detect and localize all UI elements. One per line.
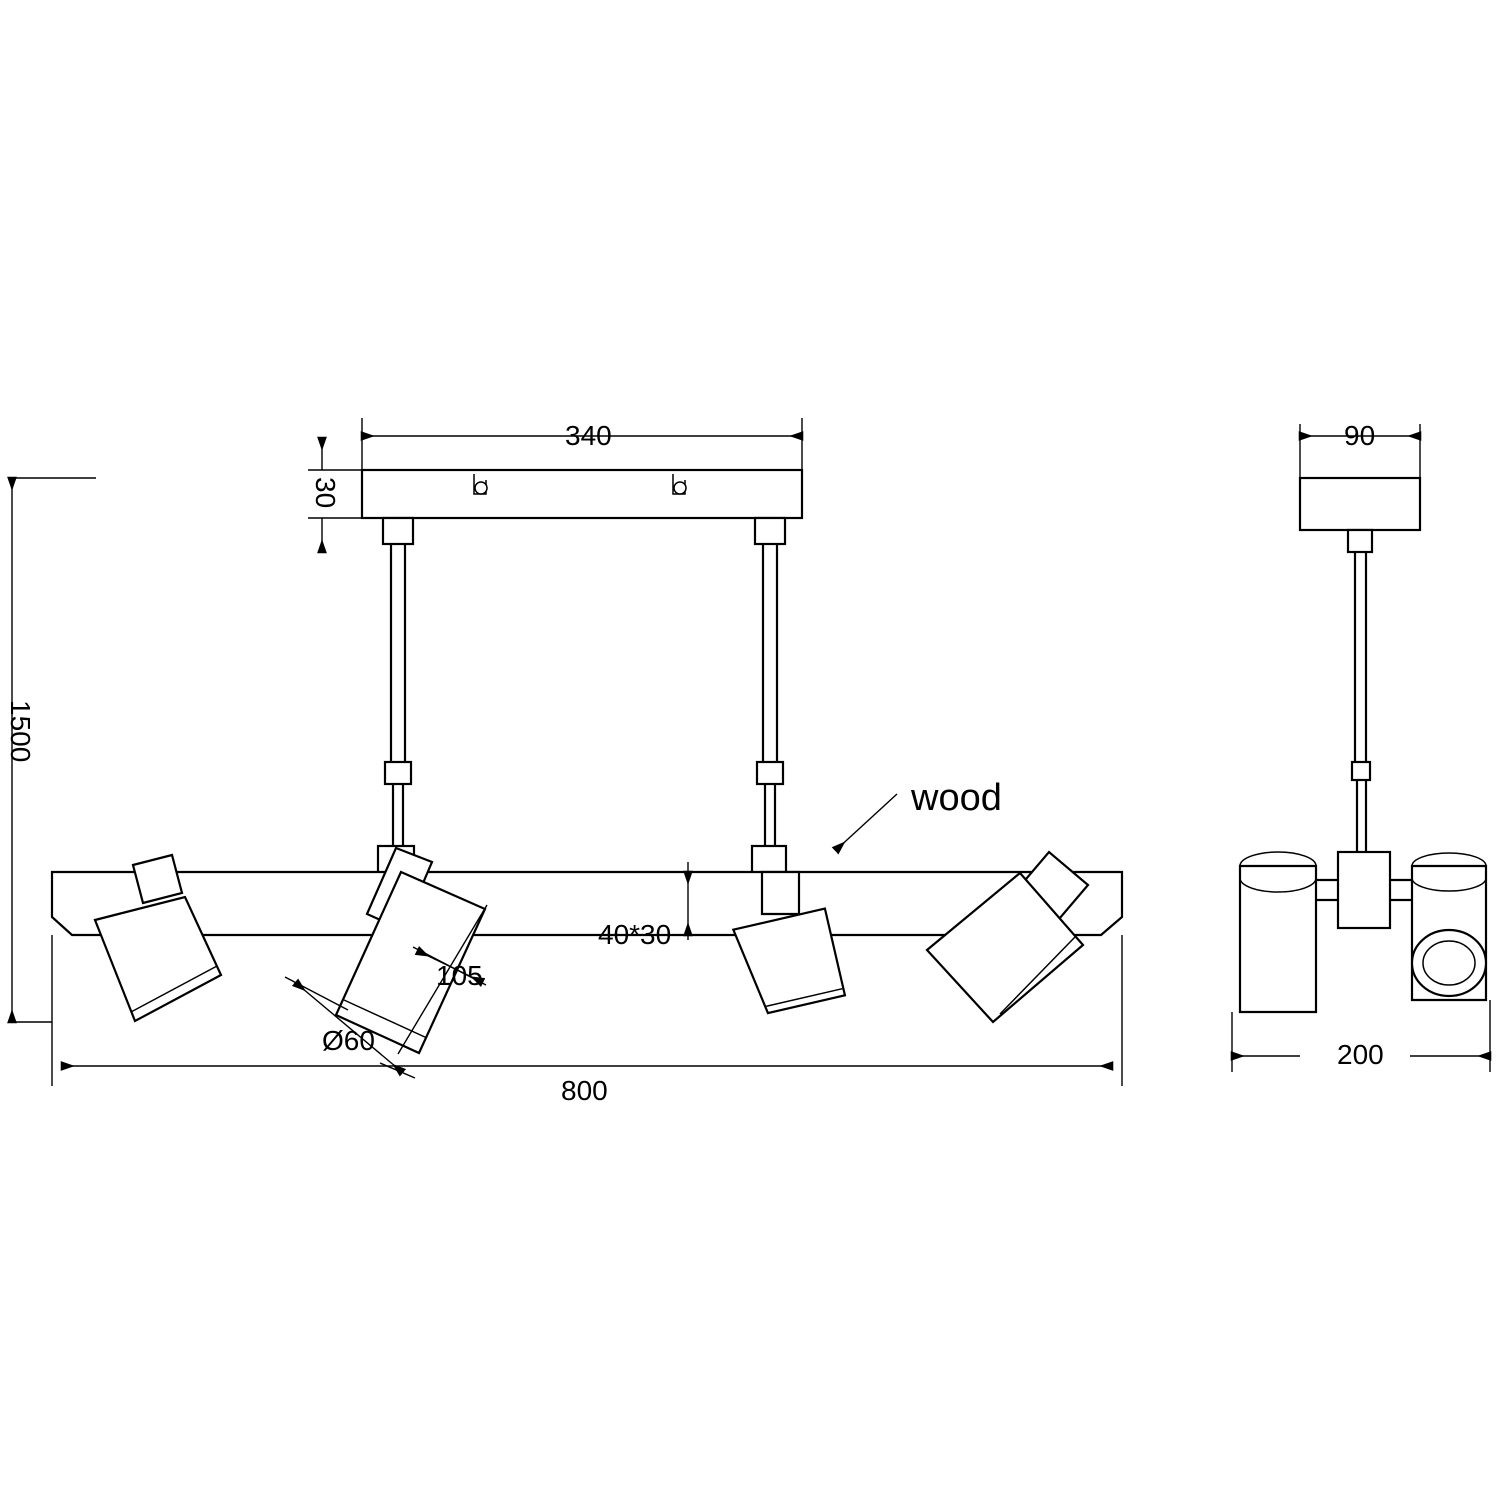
dimension-label-dia60: Ø60 [322, 1025, 375, 1056]
dimension-label-40x30: 40*30 [598, 919, 672, 950]
dimension-105 [397, 904, 488, 1055]
dimension-label-1500: 1500 [5, 700, 36, 763]
canopy-side [1298, 476, 1422, 532]
spotlight-side-right [1410, 852, 1488, 1002]
dimension-label-90: 90 [1344, 420, 1376, 451]
canopy-front [360, 468, 804, 520]
suspension-left [376, 516, 416, 876]
dimension-340 [360, 418, 804, 470]
dimension-label-340: 340 [565, 420, 612, 451]
suspension-side [1346, 528, 1374, 852]
side-joint-block [1316, 850, 1412, 930]
dimension-30 [308, 436, 362, 554]
dimension-1500 [7, 476, 96, 1024]
wood-bar [50, 870, 1124, 937]
dimension-40x30 [600, 862, 693, 940]
canopy-hook-left [473, 474, 488, 495]
spotlight-side-left [1238, 851, 1318, 1014]
dimension-800 [51, 935, 1123, 1086]
dimension-dia60 [284, 976, 416, 1079]
canopy-hook-right [672, 474, 687, 495]
front-view [7, 418, 1124, 1086]
annotation-wood: wood [911, 777, 1002, 819]
spotlight-1 [93, 853, 223, 1023]
leader-wood [831, 793, 898, 855]
suspension-right [750, 516, 788, 876]
dimension-label-200: 200 [1337, 1039, 1384, 1070]
dimension-90 [1298, 424, 1422, 478]
spotlight-4 [925, 850, 1090, 1024]
dimension-label-105: 105 [436, 960, 483, 991]
spotlight-3 [731, 870, 847, 1015]
dimension-label-800: 800 [561, 1075, 608, 1106]
dimension-200 [1230, 1000, 1492, 1072]
dimension-label-30: 30 [310, 477, 341, 509]
side-view [1230, 424, 1492, 1072]
